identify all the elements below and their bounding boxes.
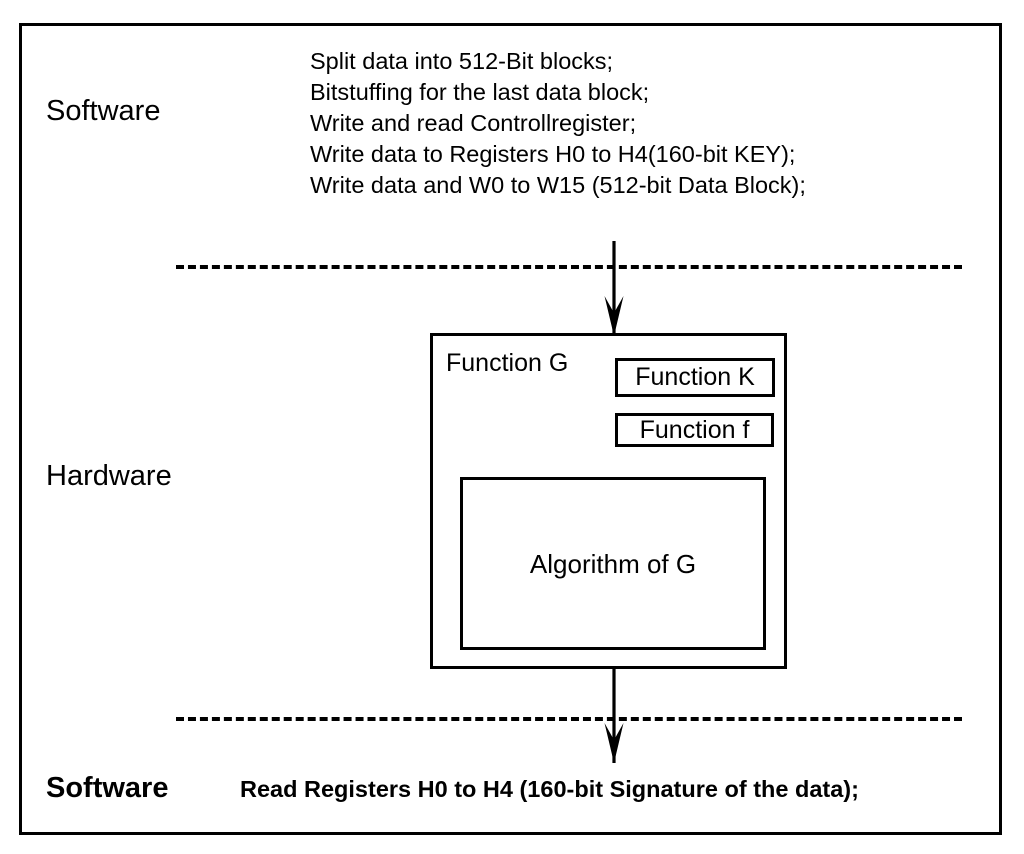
task-line-3: Write and read Controllregister; bbox=[310, 110, 637, 136]
section-label-software-top: Software bbox=[46, 95, 161, 127]
task-line-2: Bitstuffing for the last data block; bbox=[310, 79, 650, 105]
algorithm-of-g-box: Algorithm of G bbox=[460, 477, 766, 650]
dashed-divider-top bbox=[176, 265, 962, 269]
section-label-hardware: Hardware bbox=[46, 460, 172, 492]
function-k-label: Function K bbox=[635, 363, 755, 391]
function-f-label: Function f bbox=[639, 415, 750, 444]
task-line-5: Write data and W0 to W15 (512-bit Data B… bbox=[310, 172, 806, 198]
arrow-down-icon-hardware-to-software bbox=[604, 666, 624, 763]
algorithm-of-g-label: Algorithm of G bbox=[529, 548, 697, 579]
arrow-down-icon-software-to-hardware bbox=[604, 241, 624, 336]
function-k-box: Function K bbox=[615, 358, 775, 397]
function-g-box: Function G Function K Function f Algorit… bbox=[430, 333, 787, 669]
software-bottom-text: Read Registers H0 to H4 (160-bit Signatu… bbox=[240, 776, 859, 802]
task-line-1: Split data into 512-Bit blocks; bbox=[310, 48, 614, 74]
software-task-list: Split data into 512-Bit blocks; Bitstuff… bbox=[310, 46, 806, 201]
section-label-software-bottom: Software bbox=[46, 772, 169, 804]
task-line-4: Write data to Registers H0 to H4(160-bit… bbox=[310, 141, 796, 167]
dashed-divider-bottom bbox=[176, 717, 962, 721]
diagram-outer-frame bbox=[19, 23, 1002, 835]
function-f-box: Function f bbox=[615, 413, 774, 447]
function-g-label: Function G bbox=[446, 349, 569, 377]
